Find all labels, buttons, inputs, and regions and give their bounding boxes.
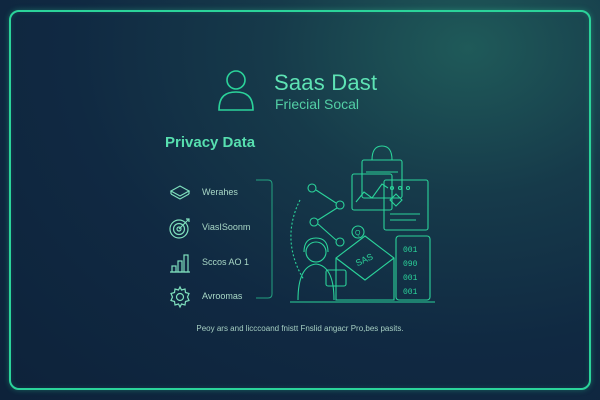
- app-subtitle: Friecial Socal: [275, 96, 360, 112]
- list-item-label: Avroomas: [202, 291, 243, 301]
- list-item-label: ViasISoonm: [202, 222, 251, 232]
- binary-row: 001: [403, 288, 418, 297]
- binary-row: 001: [403, 274, 418, 283]
- list-item-label: Sccos AO 1: [202, 257, 250, 267]
- app-title: Saas Dast: [274, 70, 378, 95]
- layers-icon: [169, 185, 191, 200]
- badge-icon: Q: [351, 225, 365, 239]
- privacy-illustration: SAS Q 001 090 001 001: [290, 145, 435, 303]
- binary-panel-icon: 001 090 001 001: [395, 235, 431, 301]
- network-icon: [290, 183, 345, 281]
- chart-card-icon: [351, 173, 429, 231]
- target-icon: [169, 218, 190, 239]
- shopping-bag-icon: [361, 145, 403, 199]
- bar-chart-icon: [170, 254, 190, 273]
- section-title: Privacy Data: [165, 134, 256, 151]
- binary-row: 001: [403, 246, 418, 255]
- badge-text: Q: [355, 230, 361, 237]
- list-item-label: Werahes: [202, 187, 238, 197]
- list-item-viasisoonm[interactable]: ViasISoonm: [168, 216, 278, 240]
- list-item-avroomas[interactable]: Avroomas: [168, 285, 278, 309]
- footer-text: Peoy ars and licccoand fnistt Fnslid ang…: [196, 324, 404, 333]
- card-frame: [9, 10, 591, 390]
- bracket-divider: [256, 179, 273, 299]
- envelope-icon: SAS: [335, 235, 395, 301]
- gear-icon: [170, 285, 190, 309]
- user-avatar-icon: [218, 70, 254, 111]
- person-headset-icon: [297, 237, 347, 301]
- envelope-text: SAS: [354, 251, 375, 268]
- list-item-sccos[interactable]: Sccos AO 1: [168, 251, 278, 275]
- binary-row: 090: [403, 260, 418, 269]
- list-item-werahes[interactable]: Werahes: [168, 181, 278, 205]
